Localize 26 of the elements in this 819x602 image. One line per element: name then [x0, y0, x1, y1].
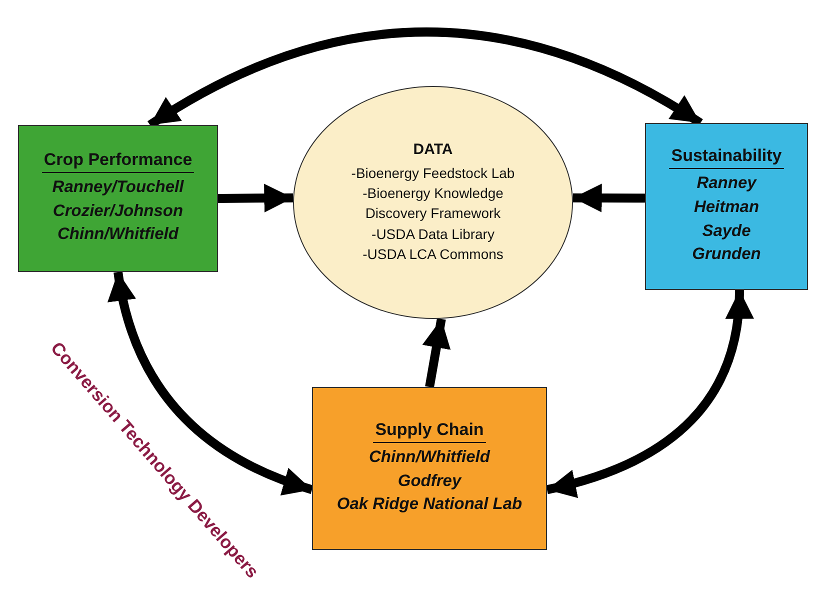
data-source: -Bioenergy Knowledge Discovery Framework: [362, 184, 504, 224]
group-box: [18, 125, 218, 272]
arrow: [218, 184, 294, 212]
person-name: Heitman: [694, 196, 760, 218]
person-name: Chinn/Whitfield: [369, 446, 490, 468]
person-name: Godfrey: [398, 470, 462, 492]
arrow: [546, 290, 752, 497]
person-name: Oak Ridge National Lab: [336, 494, 522, 516]
person-name: Chinn/Whitfield: [58, 224, 178, 246]
arrow: [108, 271, 314, 494]
group-box: [645, 123, 808, 290]
person-name: Ranney/Touchell: [52, 176, 184, 198]
data-source: -USDA Data Library: [372, 224, 494, 244]
arrow: [422, 318, 451, 388]
box-heading: Supply Chain: [373, 420, 486, 443]
data-source: -USDA LCA Commons: [362, 244, 504, 264]
box-heading: DATA: [412, 140, 454, 160]
person-name: Crozier/Johnson: [52, 200, 184, 222]
box-heading: Crop Performance: [42, 150, 194, 173]
person-name: Sayde: [702, 220, 751, 242]
person-name: Ranney: [696, 172, 756, 194]
group-box: [312, 387, 547, 550]
box-heading: Sustainability: [669, 146, 784, 169]
person-name: Grunden: [692, 244, 761, 266]
data-source: -Bioenergy Feedstock Lab: [351, 164, 515, 183]
arrow: [572, 184, 646, 212]
